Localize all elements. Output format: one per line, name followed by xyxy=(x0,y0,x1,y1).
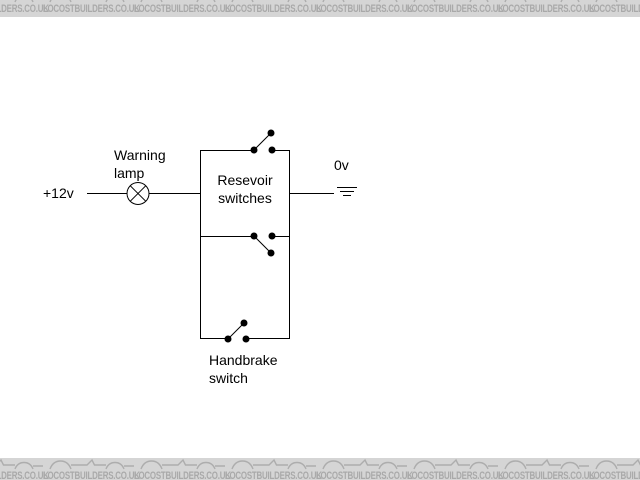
watermark-banner-top: LOCOSTBUILDERS.CO.UK LOCOSTBUILDERS.CO.U… xyxy=(0,0,640,17)
watermark-text: LOCOSTBUILDERS.CO.UK xyxy=(407,470,504,480)
watermark-text: LOCOSTBUILDERS.CO.UK xyxy=(43,470,140,480)
kit-car-icon xyxy=(413,458,499,470)
ground-icon xyxy=(337,187,357,196)
handbrake-switch-label: Handbrake switch xyxy=(209,352,278,386)
kit-car-icon xyxy=(49,458,135,470)
watermark-tile: LOCOSTBUILDERS.CO.UK xyxy=(498,0,595,15)
watermark-text: LOCOSTBUILDERS.CO.UK xyxy=(498,3,595,15)
watermark-text: LOCOSTBUILDERS.CO.UK xyxy=(589,470,640,480)
watermark-tile: LOCOSTBUILDERS.CO.UK xyxy=(134,458,231,480)
reservoir-switch-middle-icon xyxy=(250,232,276,257)
kit-car-icon xyxy=(140,458,226,470)
watermark-tile: LOCOSTBUILDERS.CO.UK xyxy=(589,458,640,480)
watermark-tile: LOCOSTBUILDERS.CO.UK xyxy=(316,0,413,15)
watermark-text: LOCOSTBUILDERS.CO.UK xyxy=(0,3,49,15)
watermark-text: LOCOSTBUILDERS.CO.UK xyxy=(589,3,640,15)
watermark-text: LOCOSTBUILDERS.CO.UK xyxy=(225,470,322,480)
warning-lamp-icon xyxy=(126,182,150,205)
watermark-text: LOCOSTBUILDERS.CO.UK xyxy=(316,3,413,15)
watermark-row: LOCOSTBUILDERS.CO.UK LOCOSTBUILDERS.CO.U… xyxy=(0,458,640,480)
watermark-text: LOCOSTBUILDERS.CO.UK xyxy=(498,470,595,480)
watermark-text: LOCOSTBUILDERS.CO.UK xyxy=(134,470,231,480)
reservoir-switches-label: Resevoir switches xyxy=(217,172,273,206)
watermark-banner-bottom: LOCOSTBUILDERS.CO.UK LOCOSTBUILDERS.CO.U… xyxy=(0,458,640,480)
watermark-tile: LOCOSTBUILDERS.CO.UK xyxy=(134,0,231,15)
watermark-row: LOCOSTBUILDERS.CO.UK LOCOSTBUILDERS.CO.U… xyxy=(0,0,640,17)
watermark-tile: LOCOSTBUILDERS.CO.UK xyxy=(225,0,322,15)
watermark-tile: LOCOSTBUILDERS.CO.UK xyxy=(407,0,504,15)
watermark-text: LOCOSTBUILDERS.CO.UK xyxy=(407,3,504,15)
kit-car-icon xyxy=(322,458,408,470)
reservoir-switches-box xyxy=(200,150,290,339)
watermark-tile: LOCOSTBUILDERS.CO.UK xyxy=(589,0,640,15)
watermark-text: LOCOSTBUILDERS.CO.UK xyxy=(134,3,231,15)
supply-label: +12v xyxy=(43,185,74,201)
watermark-text: LOCOSTBUILDERS.CO.UK xyxy=(316,470,413,480)
watermark-text: LOCOSTBUILDERS.CO.UK xyxy=(0,470,49,480)
watermark-text: LOCOSTBUILDERS.CO.UK xyxy=(43,3,140,15)
watermark-tile: LOCOSTBUILDERS.CO.UK xyxy=(43,458,140,480)
kit-car-icon xyxy=(595,458,640,470)
kit-car-icon xyxy=(231,458,317,470)
watermark-tile: LOCOSTBUILDERS.CO.UK xyxy=(225,458,322,480)
watermark-tile: LOCOSTBUILDERS.CO.UK xyxy=(316,458,413,480)
kit-car-icon xyxy=(0,458,44,470)
kit-car-icon xyxy=(504,458,590,470)
watermark-tile: LOCOSTBUILDERS.CO.UK xyxy=(0,458,49,480)
watermark-text: LOCOSTBUILDERS.CO.UK xyxy=(225,3,322,15)
watermark-tile: LOCOSTBUILDERS.CO.UK xyxy=(498,458,595,480)
ground-label: 0v xyxy=(334,157,349,173)
reservoir-switch-top-icon xyxy=(250,129,276,154)
handbrake-switch-icon xyxy=(224,319,250,343)
warning-lamp-label: Warning lamp xyxy=(114,147,166,181)
watermark-tile: LOCOSTBUILDERS.CO.UK xyxy=(0,0,49,15)
watermark-tile: LOCOSTBUILDERS.CO.UK xyxy=(407,458,504,480)
watermark-tile: LOCOSTBUILDERS.CO.UK xyxy=(43,0,140,15)
